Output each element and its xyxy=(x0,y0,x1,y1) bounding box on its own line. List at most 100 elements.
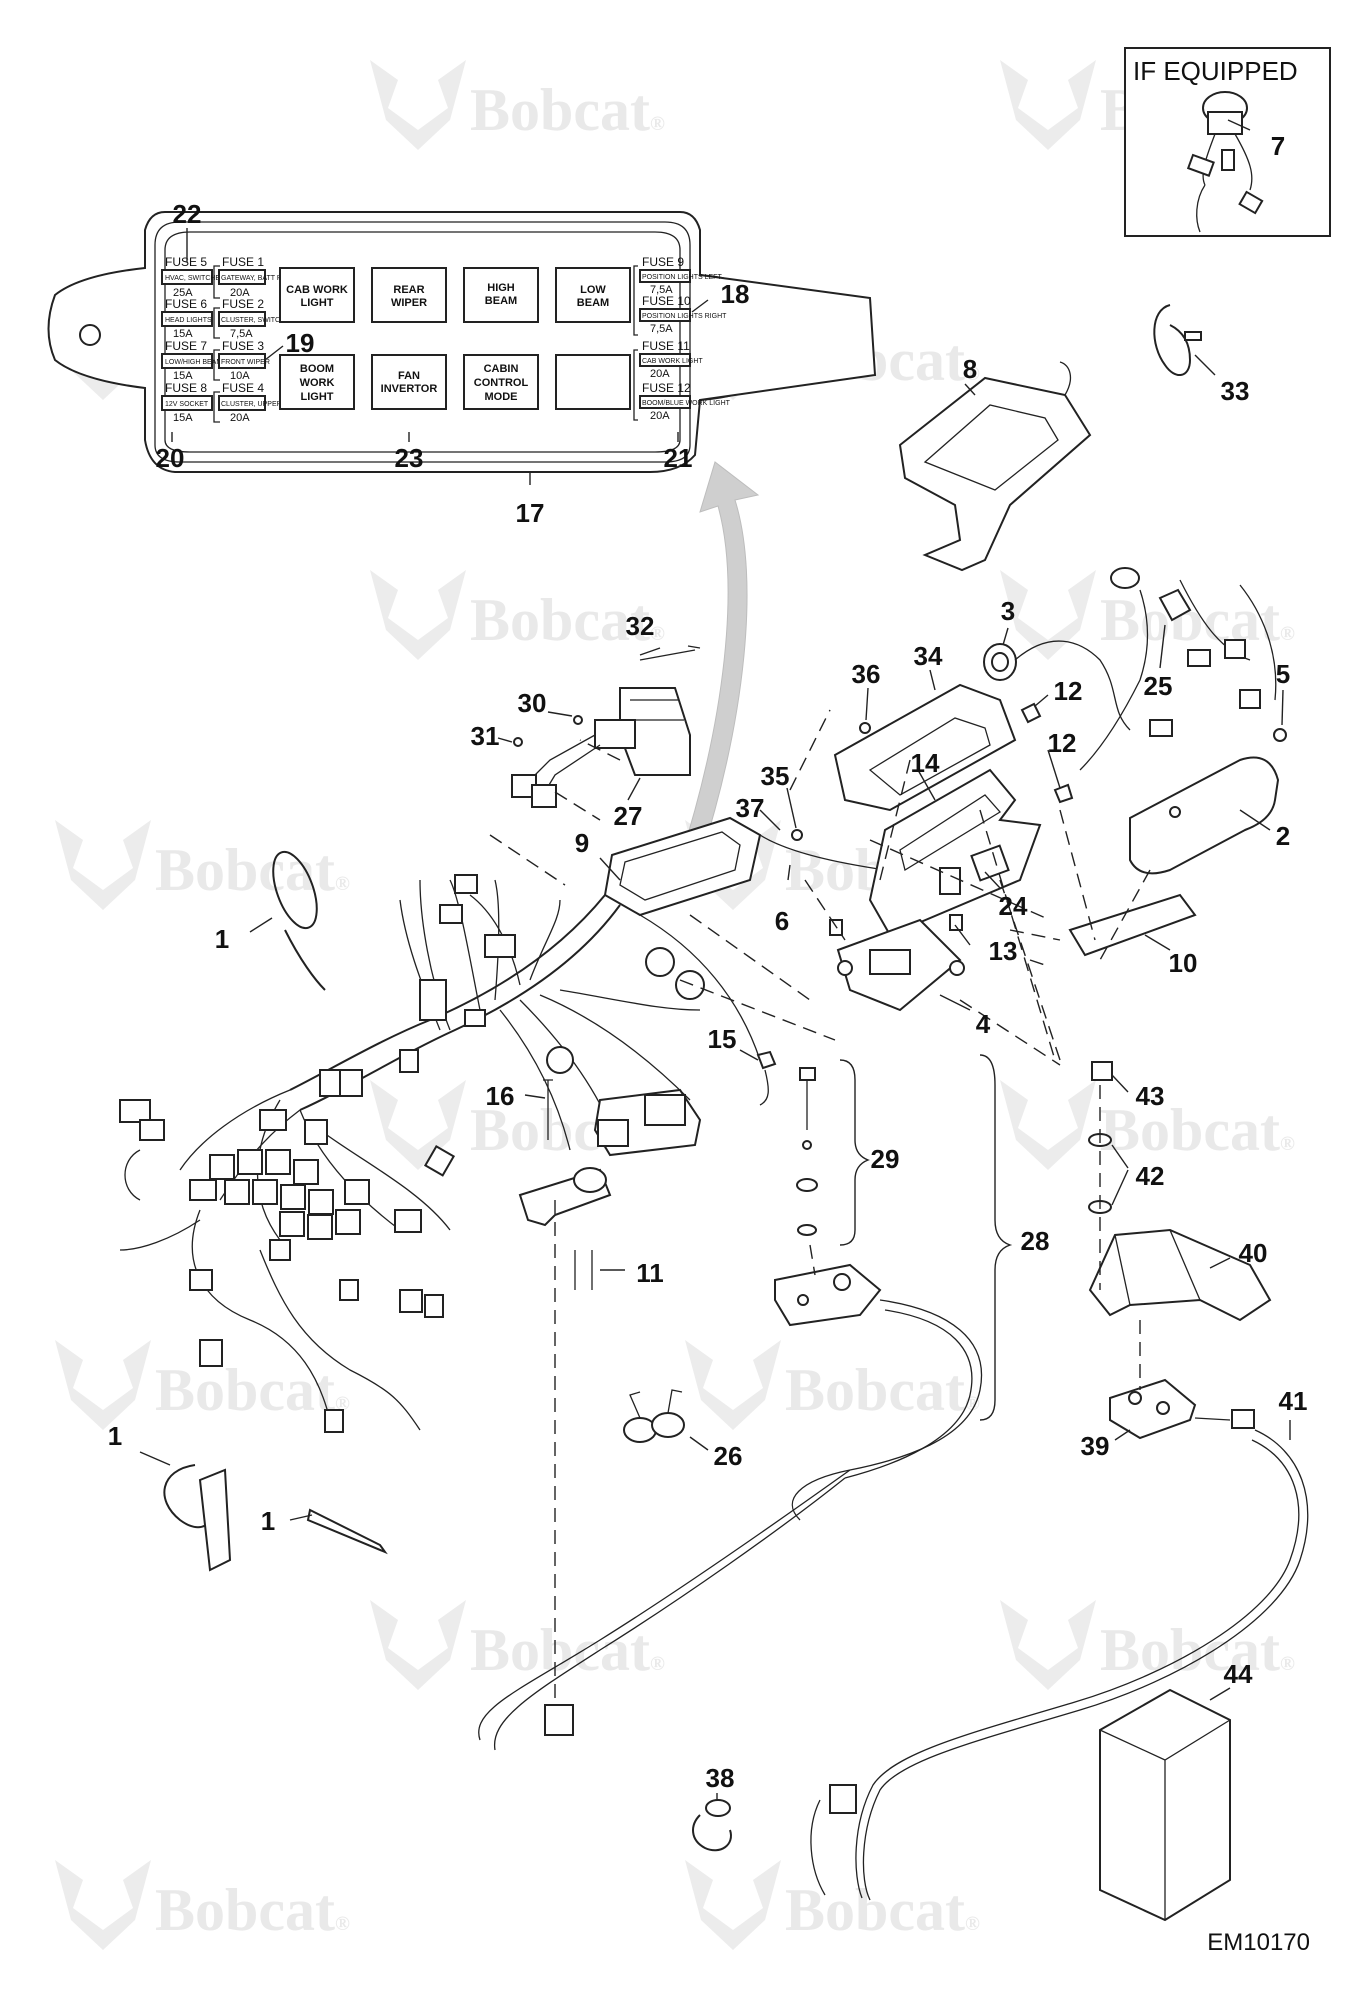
svg-text:MODE: MODE xyxy=(485,391,518,403)
svg-text:7,5A: 7,5A xyxy=(650,284,673,296)
svg-text:REAR: REAR xyxy=(393,284,424,296)
svg-text:7,5A: 7,5A xyxy=(650,323,673,335)
fuse-1: FUSE 1 GATEWAY, BATT PWR 20A xyxy=(218,255,293,299)
callout-12b: 12 xyxy=(1048,728,1077,758)
wire-part-15 xyxy=(759,1069,769,1106)
svg-text:HVAC, SWITCHES 2: HVAC, SWITCHES 2 xyxy=(165,275,231,282)
relay-cab-work-light: CAB WORK LIGHT xyxy=(279,267,355,323)
callout-10: 10 xyxy=(1169,948,1198,978)
clamp-part-38 xyxy=(692,1799,732,1852)
module-part-34 xyxy=(833,683,1042,937)
svg-text:BOOM: BOOM xyxy=(300,363,334,375)
svg-text:Bobcat®: Bobcat® xyxy=(155,837,350,903)
svg-text:20A: 20A xyxy=(230,287,250,299)
nut-part-35 xyxy=(791,829,803,841)
svg-text:POSITION LIGHTS RIGHT: POSITION LIGHTS RIGHT xyxy=(642,313,727,320)
callout-39: 39 xyxy=(1081,1431,1110,1461)
fuse-column-right: FUSE 9 POSITION LIGHTS LEFT 7,5A FUSE 10… xyxy=(639,255,731,422)
callout-29: 29 xyxy=(871,1144,900,1174)
svg-text:CONTROL: CONTROL xyxy=(474,377,529,389)
inset-title: IF EQUIPPED xyxy=(1133,56,1298,86)
callout-7: 7 xyxy=(1271,131,1285,161)
callout-28: 28 xyxy=(1021,1226,1050,1256)
callout-40: 40 xyxy=(1239,1238,1268,1268)
svg-text:FUSE 4: FUSE 4 xyxy=(222,381,264,395)
main-wiring-harness xyxy=(119,816,961,1433)
svg-text:Bobcat®: Bobcat® xyxy=(1100,587,1295,653)
svg-text:CLUSTER, UPPER CAB: CLUSTER, UPPER CAB xyxy=(221,401,298,408)
svg-text:GATEWAY, BATT PWR: GATEWAY, BATT PWR xyxy=(221,275,293,282)
svg-text:FUSE 5: FUSE 5 xyxy=(165,255,207,269)
switch-assembly-part-28 xyxy=(478,1263,983,1751)
svg-text:FUSE 6: FUSE 6 xyxy=(165,297,207,311)
optional-switch-part-7 xyxy=(1186,91,1264,233)
callout-9: 9 xyxy=(575,828,589,858)
svg-text:LOW/HIGH BEAM: LOW/HIGH BEAM xyxy=(165,359,222,366)
svg-text:Bobcat®: Bobcat® xyxy=(785,1357,980,1423)
svg-text:BEAM: BEAM xyxy=(577,297,609,309)
callout-15: 15 xyxy=(708,1024,737,1054)
callout-13: 13 xyxy=(989,936,1018,966)
kit-box-part-44 xyxy=(1099,1688,1231,1922)
connector-part-24 xyxy=(939,844,1010,895)
callout-23: 23 xyxy=(395,443,424,473)
callout-24: 24 xyxy=(999,891,1028,921)
switch-part-27 xyxy=(511,687,691,808)
fuse-10: FUSE 10 POSITION LIGHTS RIGHT 7,5A xyxy=(639,294,727,335)
nut-part-15 xyxy=(756,1050,777,1070)
nut-part-36 xyxy=(859,722,871,734)
bolt-part-43 xyxy=(1091,1061,1113,1081)
callout-25: 25 xyxy=(1144,671,1173,701)
callout-5: 5 xyxy=(1276,659,1290,689)
leader-lines xyxy=(139,119,1291,1800)
bracket-part-40 xyxy=(1088,1228,1272,1322)
decal-part-10 xyxy=(1068,893,1197,957)
svg-text:CABIN: CABIN xyxy=(484,363,519,375)
callout-19: 19 xyxy=(286,328,315,358)
callout-22: 22 xyxy=(173,199,202,229)
fuse-2: FUSE 2 CLUSTER, SWITCHES 1 7,5A xyxy=(218,297,300,340)
fuse-12: FUSE 12 BOOM/BLUE WORK LIGHT 20A xyxy=(639,381,731,422)
svg-text:INVERTOR: INVERTOR xyxy=(381,383,438,395)
callout-21: 21 xyxy=(664,443,693,473)
watermark: Bobcat® xyxy=(1000,1080,1295,1170)
svg-text:Bobcat®: Bobcat® xyxy=(1100,1097,1295,1163)
svg-text:FUSE 2: FUSE 2 xyxy=(222,297,264,311)
callout-2: 2 xyxy=(1276,821,1290,851)
svg-text:FUSE 11: FUSE 11 xyxy=(642,339,690,353)
svg-text:FAN: FAN xyxy=(398,370,420,382)
watermark: Bobcat® xyxy=(370,1600,665,1690)
svg-text:WIPER: WIPER xyxy=(391,297,427,309)
callout-31: 31 xyxy=(471,721,500,751)
fuse-7: FUSE 7 LOW/HIGH BEAM 15A xyxy=(161,339,222,382)
pointer-arrow xyxy=(679,461,760,861)
fuse-column-left: FUSE 5 HVAC, SWITCHES 2 25A FUSE 6 HEAD … xyxy=(161,255,231,424)
svg-text:20A: 20A xyxy=(650,368,670,380)
svg-text:FUSE 12: FUSE 12 xyxy=(642,381,691,395)
harness-part-25 xyxy=(1014,567,1277,771)
fuse-11: FUSE 11 CAB WORK LIGHT 20A xyxy=(639,339,703,380)
callout-38: 38 xyxy=(706,1763,735,1793)
callout-16: 16 xyxy=(486,1081,515,1111)
callout-1c: 1 xyxy=(261,1506,275,1536)
speaker-part-2 xyxy=(1129,756,1280,875)
callout-1a: 1 xyxy=(215,924,229,954)
cable-tie-part-1c xyxy=(306,1508,388,1555)
watermark: Bobcat® xyxy=(55,1340,350,1430)
clamp-part-33 xyxy=(1153,304,1202,376)
callout-42: 42 xyxy=(1136,1161,1165,1191)
relay-row-bottom: BOOM WORK LIGHT FAN INVERTOR CABIN CONTR… xyxy=(279,354,631,410)
callout-35: 35 xyxy=(761,761,790,791)
bracket-part-8 xyxy=(898,361,1092,572)
screw-part-32 xyxy=(639,645,701,661)
svg-text:FUSE 9: FUSE 9 xyxy=(642,255,684,269)
callout-32: 32 xyxy=(626,611,655,641)
svg-text:7,5A: 7,5A xyxy=(230,328,253,340)
relay-spare xyxy=(555,354,631,410)
svg-text:CAB WORK: CAB WORK xyxy=(286,284,348,296)
svg-text:FUSE 7: FUSE 7 xyxy=(165,339,207,353)
callout-30: 30 xyxy=(518,688,547,718)
svg-text:15A: 15A xyxy=(173,412,193,424)
svg-text:WORK: WORK xyxy=(300,377,335,389)
